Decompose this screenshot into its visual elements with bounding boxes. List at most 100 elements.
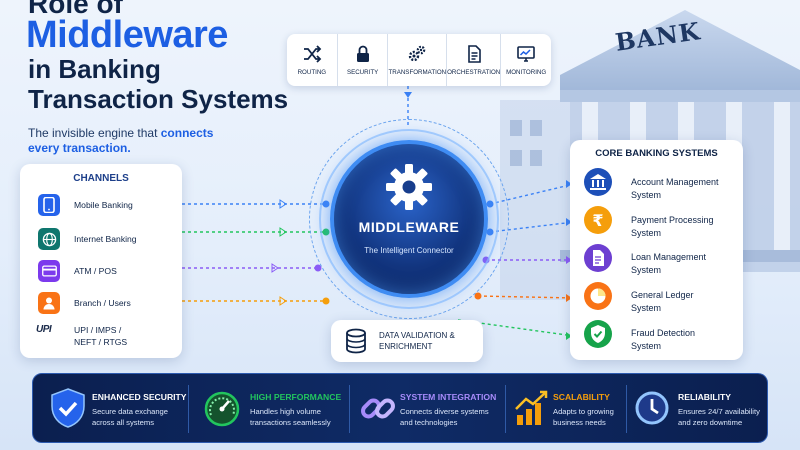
document-icon: [467, 45, 481, 63]
channel-label-upi: UPI / IMPS / NEFT / RTGS: [74, 324, 127, 348]
function-label: TRANSFORMATION: [388, 69, 447, 76]
system-label-loan-line-2: System: [631, 265, 662, 275]
benefit-desc-performance: Handles high volume transactions seamles…: [250, 406, 331, 428]
benefit-desc-integration-line-2: and technologies: [400, 418, 458, 427]
upi-logo: UPI: [36, 324, 52, 335]
benefit-desc-performance-line-1: Handles high volume: [250, 407, 321, 416]
channel-label-atm: ATM / POS: [74, 266, 117, 276]
benefit-title-performance: HIGH PERFORMANCE: [250, 392, 342, 402]
benefit-desc-scalability-line-1: Adapts to growing: [553, 407, 614, 416]
function-label: SECURITY: [346, 69, 379, 76]
system-label-fraud: Fraud Detection System: [631, 327, 695, 353]
lock-icon: [356, 45, 369, 62]
benefit-title-scalability: SCALABILITY: [553, 392, 610, 402]
core-banking-panel: CORE BANKING SYSTEMS Account Management …: [570, 140, 743, 360]
subtitle-text: The invisible engine that: [28, 126, 161, 140]
shuffle-icon: [303, 45, 322, 63]
benefit-title-security: ENHANCED SECURITY: [92, 392, 187, 402]
function-transformation: TRANSFORMATION: [388, 34, 448, 86]
database-icon: [346, 328, 366, 354]
benefit-divider: [349, 385, 350, 433]
core-glow-ring: [319, 129, 499, 309]
pie-chart-icon: [584, 282, 612, 310]
benefit-divider: [505, 385, 506, 433]
shield-check-icon: [51, 388, 85, 428]
subtitle-highlight-2: every transaction.: [28, 141, 131, 155]
benefit-desc-integration-line-1: Connects diverse systems: [400, 407, 489, 416]
chain-link-icon: [361, 398, 395, 419]
benefit-desc-scalability-line-2: business needs: [553, 418, 606, 427]
system-label-ledger-line-1: General Ledger: [631, 290, 694, 300]
core-outer-ring: [309, 119, 509, 319]
document-icon: [584, 244, 612, 272]
system-label-fraud-line-2: System: [631, 341, 662, 351]
system-label-loan: Loan Management System: [631, 251, 706, 277]
channel-label-upi-line-2: NEFT / RTGS: [74, 337, 128, 347]
title-line-1: Role of: [28, 0, 123, 19]
channel-label-mobile: Mobile Banking: [74, 200, 133, 210]
globe-icon: [38, 228, 60, 250]
benefit-desc-security-line-2: across all systems: [92, 418, 155, 427]
function-security: SECURITY: [338, 34, 389, 86]
channel-label-branch: Branch / Users: [74, 298, 131, 308]
gear-icon: [386, 164, 432, 210]
system-label-loan-line-1: Loan Management: [631, 252, 707, 262]
user-icon: [38, 292, 60, 314]
card-icon: [38, 260, 60, 282]
data-validation-label: DATA VALIDATION & ENRICHMENT: [379, 330, 455, 352]
system-label-ledger: General Ledger System: [631, 289, 694, 315]
function-routing: ROUTING: [287, 34, 338, 86]
data-validation-line-2: ENRICHMENT: [379, 342, 433, 351]
benefit-desc-reliability-line-2: and zero downtime: [678, 418, 743, 427]
middleware-title: MIDDLEWARE: [358, 219, 460, 235]
title-line-4: Transaction Systems: [28, 84, 289, 114]
speedometer-icon: [204, 391, 240, 427]
rupee-icon: ₹: [584, 206, 612, 234]
benefit-desc-reliability: Ensures 24/7 availability and zero downt…: [678, 406, 760, 428]
gears-icon: [409, 45, 426, 62]
subtitle-highlight: connects: [160, 126, 214, 140]
monitor-chart-icon: [517, 46, 535, 62]
system-label-payment-line-1: Payment Processing: [631, 215, 714, 225]
function-orchestration: ORCHESTRATION: [447, 34, 502, 86]
benefit-desc-reliability-line-1: Ensures 24/7 availability: [678, 407, 760, 416]
growth-chart-icon: [515, 390, 548, 425]
function-label: ORCHESTRATION: [447, 69, 501, 76]
system-label-payment: Payment Processing System: [631, 214, 714, 240]
title-rest: in Banking Transaction Systems: [28, 54, 288, 114]
svg-text:₹: ₹: [592, 211, 603, 230]
shield-check-icon: [584, 320, 612, 348]
function-monitoring: MONITORING: [501, 34, 551, 86]
middleware-subtitle: The Intelligent Connector: [364, 246, 454, 255]
clock-icon: [635, 391, 669, 425]
smartphone-icon: [38, 194, 60, 216]
title-middleware: Middleware: [26, 14, 228, 56]
data-validation-box: DATA VALIDATION & ENRICHMENT: [331, 320, 483, 362]
function-label: ROUTING: [297, 69, 327, 76]
system-label-account-line-1: Account Management: [631, 177, 719, 187]
data-validation-line-1: DATA VALIDATION &: [379, 331, 455, 340]
core-banking-title: CORE BANKING SYSTEMS: [595, 148, 718, 159]
bank-building-icon: [584, 168, 612, 196]
subtitle: The invisible engine that connects every…: [28, 126, 238, 156]
system-label-ledger-line-2: System: [631, 303, 662, 313]
benefit-desc-scalability: Adapts to growing business needs: [553, 406, 614, 428]
benefit-divider: [188, 385, 189, 433]
system-label-payment-line-2: System: [631, 228, 662, 238]
system-label-account-line-2: System: [631, 190, 662, 200]
benefit-desc-security-line-1: Secure data exchange: [92, 407, 168, 416]
channels-title: CHANNELS: [73, 173, 129, 184]
title-line-3: in Banking: [28, 54, 161, 84]
benefit-desc-performance-line-2: transactions seamlessly: [250, 418, 331, 427]
benefit-divider: [626, 385, 627, 433]
channel-label-upi-line-1: UPI / IMPS /: [74, 325, 122, 335]
system-label-account: Account Management System: [631, 176, 719, 202]
channel-label-internet: Internet Banking: [74, 234, 137, 244]
system-label-fraud-line-1: Fraud Detection: [631, 328, 696, 338]
middleware-functions-bar: ROUTING SECURITY TRANSFORMATION ORCHESTR…: [287, 34, 551, 86]
benefit-desc-security: Secure data exchange across all systems: [92, 406, 168, 428]
benefit-title-integration: SYSTEM INTEGRATION: [400, 392, 497, 402]
benefit-title-reliability: RELIABILITY: [678, 392, 731, 402]
function-label: MONITORING: [506, 69, 547, 76]
benefit-desc-integration: Connects diverse systems and technologie…: [400, 406, 489, 428]
